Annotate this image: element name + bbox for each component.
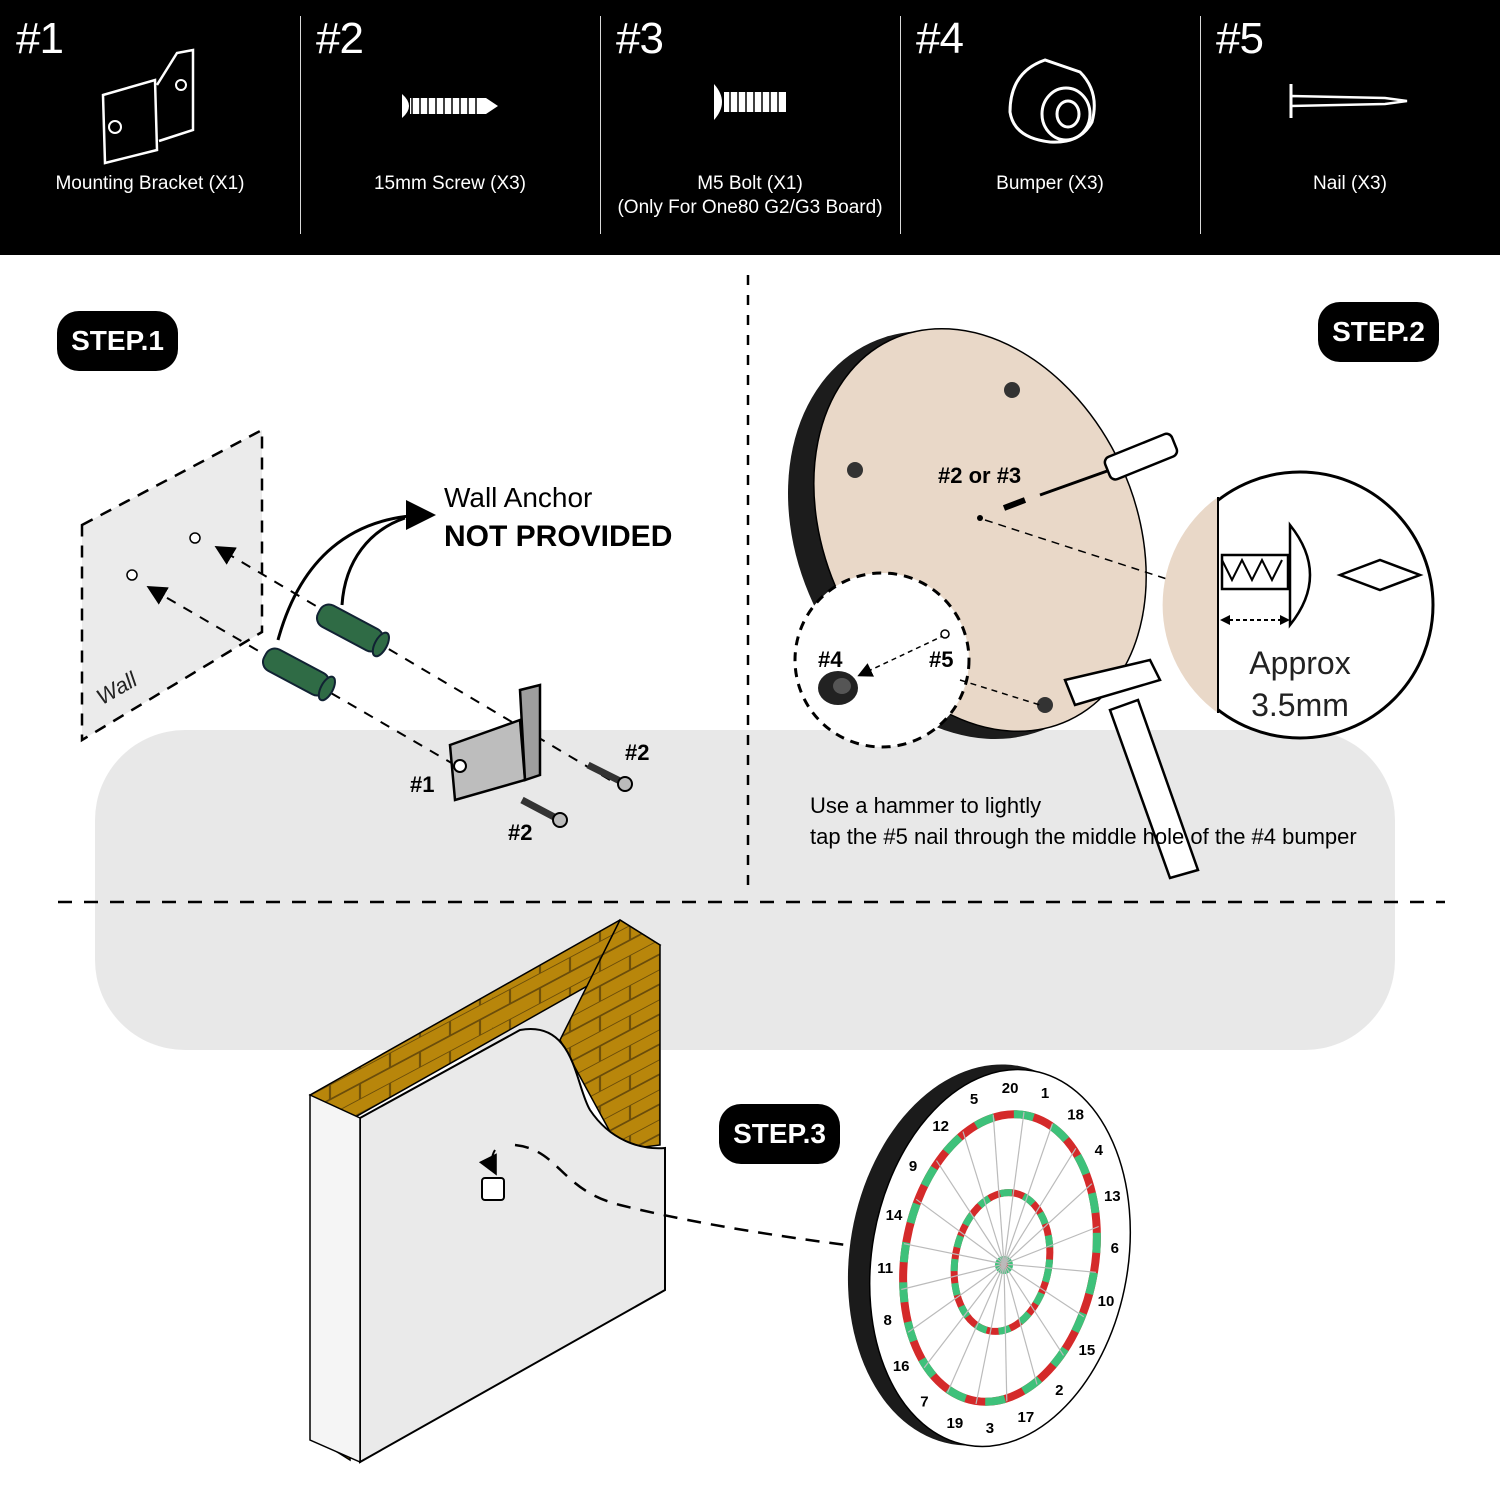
step1-illustration xyxy=(80,427,633,828)
part-number: #1 xyxy=(16,14,64,63)
board-spoke xyxy=(975,1263,1005,1405)
board-number: 3 xyxy=(986,1420,994,1437)
screw-depth-label: Approx 3.5mm xyxy=(1249,645,1351,723)
hammer-icon xyxy=(1063,658,1200,880)
part-label: Nail (X3) xyxy=(1313,173,1387,194)
board-number: 1 xyxy=(1041,1085,1049,1102)
screwdriver-icon xyxy=(1039,432,1179,497)
board-number: 8 xyxy=(884,1312,892,1329)
part-2: #2 15mm Screw (X3) xyxy=(300,0,600,255)
mounting-bracket-icon xyxy=(448,683,542,802)
drywall-panel xyxy=(359,1027,666,1464)
step3-illustration: 20 1 18 4 13 6 10 15 2 17 3 19 7 16 8 11 14 9 12 5 xyxy=(308,918,1132,1464)
board-number: 4 xyxy=(1095,1142,1104,1159)
board-number: 19 xyxy=(947,1415,964,1432)
dartboard-front: 20 1 18 4 13 6 10 15 2 17 3 19 7 16 8 11 14 9 12 5 xyxy=(847,1064,1132,1448)
part-label: Mounting Bracket (X1) xyxy=(55,173,245,194)
part-1: #1 Mounting Bracket (X1) xyxy=(0,0,300,255)
brand-watermark xyxy=(95,730,1395,1050)
part-number: #3 xyxy=(616,14,664,63)
board-spoke xyxy=(1003,1263,1038,1385)
board-spoke xyxy=(1003,1263,1085,1318)
screwdriver-tip-icon xyxy=(1336,558,1424,592)
bolt-icon xyxy=(714,84,786,120)
step2-illustration xyxy=(788,327,1435,880)
part-3: #3 M5 Bolt (X1) (Only For One80 G2/G3 Bo… xyxy=(600,0,900,255)
board-spoke xyxy=(923,1263,1005,1369)
board-number: 15 xyxy=(1079,1342,1096,1359)
board-number: 16 xyxy=(893,1358,910,1375)
screw-icon xyxy=(520,761,633,828)
board-spoke xyxy=(1003,1147,1077,1265)
wall-anchor-title: Wall Anchor xyxy=(444,482,593,513)
wall-plane xyxy=(80,427,264,743)
nail-icon xyxy=(1289,84,1408,118)
board-spoke xyxy=(1003,1183,1093,1265)
board-number: 5 xyxy=(970,1091,978,1108)
board-spoke xyxy=(1003,1263,1008,1402)
board-spoke xyxy=(946,1263,1005,1393)
part-number: #5 xyxy=(1216,14,1264,63)
board-spoke xyxy=(1003,1225,1099,1265)
board-spoke xyxy=(1003,1111,1025,1265)
board-spoke xyxy=(1003,1263,1065,1356)
board-number: 20 xyxy=(1002,1080,1019,1097)
screw-icon xyxy=(402,94,498,118)
callout-bracket: #1 xyxy=(410,772,435,797)
board-spoke xyxy=(907,1263,1005,1333)
part-4: #4 Bumper (X3) xyxy=(900,0,1200,255)
board-number: 14 xyxy=(886,1207,903,1224)
bumper-icon xyxy=(1008,58,1096,144)
board-number: 10 xyxy=(1098,1293,1115,1310)
screw-icon xyxy=(1220,521,1312,629)
part-number: #4 xyxy=(916,14,964,63)
board-spoke xyxy=(992,1114,1005,1265)
board-spoke xyxy=(903,1243,1005,1265)
part-label: Bumper (X3) xyxy=(996,173,1104,194)
board-number: 2 xyxy=(1055,1382,1063,1399)
board-spoke xyxy=(901,1263,1005,1291)
part-label: M5 Bolt (X1) (Only For One80 G2/G3 Board… xyxy=(617,173,883,218)
step2-badge: STEP.2 xyxy=(1318,302,1439,362)
board-spoke xyxy=(1003,1263,1097,1273)
step1-badge: STEP.1 xyxy=(57,311,178,371)
board-number: 18 xyxy=(1067,1106,1084,1123)
board-spoke xyxy=(962,1131,1005,1265)
step3-badge: STEP.3 xyxy=(719,1104,840,1164)
board-spoke xyxy=(1003,1123,1054,1265)
hammer-instruction: Use a hammer to lightly tap the #5 nail … xyxy=(810,793,1357,849)
wall-anchor-note: NOT PROVIDED xyxy=(444,520,673,553)
callout-screw-or-bolt: #2 or #3 xyxy=(938,463,1022,488)
callout-nail: #5 xyxy=(929,647,954,672)
part-number: #2 xyxy=(316,14,364,63)
callout-screw-b: #2 xyxy=(508,820,533,845)
board-number: 12 xyxy=(932,1118,949,1135)
board-number: 17 xyxy=(1018,1409,1035,1426)
board-spoke xyxy=(915,1198,1005,1265)
parts-bar: #1 Mounting Bracket (X1) #2 15mm Screw (… xyxy=(0,0,1500,255)
mounting-bracket-icon xyxy=(101,48,195,165)
board-number: 6 xyxy=(1111,1240,1119,1257)
board-number: 9 xyxy=(909,1158,917,1175)
board-spoke xyxy=(935,1160,1005,1265)
callout-screw-a: #2 xyxy=(625,740,650,765)
board-number: 7 xyxy=(920,1394,928,1411)
part-5: #5 Nail (X3) xyxy=(1200,0,1500,255)
callout-bumper: #4 xyxy=(818,647,843,672)
mounting-bracket-icon xyxy=(481,1177,505,1201)
part-label: 15mm Screw (X3) xyxy=(373,173,527,194)
board-number: 13 xyxy=(1104,1188,1121,1205)
board-number: 11 xyxy=(877,1260,893,1277)
wall-anchor-icon xyxy=(261,603,390,702)
